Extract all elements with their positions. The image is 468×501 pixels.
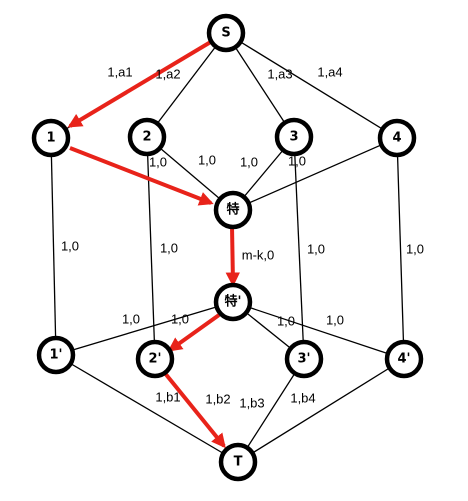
- node-s: S: [206, 13, 246, 53]
- node-2: 2: [127, 117, 167, 157]
- label-3p-t: 1,b3: [239, 396, 264, 411]
- edge-1p-t: [55, 354, 239, 463]
- node-1-label: 1: [46, 131, 55, 146]
- node-t: T: [218, 442, 258, 482]
- node-2-prime-label: 2': [148, 352, 161, 367]
- label-1p-t: 1,b1: [155, 390, 180, 405]
- node-t-label: T: [234, 455, 243, 470]
- label-special-specialp: m-k,0: [242, 248, 275, 263]
- node-1: 1: [31, 118, 71, 158]
- edge-s-4: [225, 32, 398, 139]
- edge-3p-t: [237, 358, 305, 463]
- label-3-3p: 1,0: [307, 242, 325, 257]
- node-special-prime-label: 特': [225, 294, 242, 310]
- flow-path: [67, 38, 241, 449]
- flow-arrow-1-special: [69, 146, 214, 206]
- node-1-prime-label: 1': [49, 348, 62, 363]
- label-4-4p: 1,0: [406, 242, 424, 257]
- node-4: 4: [377, 118, 417, 158]
- label-2-2p: 1,0: [160, 241, 178, 256]
- edge-3-3p: [293, 136, 305, 360]
- edge-4-special: [232, 137, 398, 211]
- label-3-special: 1,0: [240, 155, 258, 170]
- edge-s-3: [225, 32, 295, 138]
- node-3-label: 3: [289, 130, 298, 145]
- edge-specialp-1p: [55, 301, 234, 356]
- label-specialp-2p: 1,0: [171, 312, 189, 327]
- flow-arrow-special-specialp: [225, 225, 241, 287]
- node-special-label: 特: [226, 202, 239, 218]
- edge-4-4p: [396, 137, 405, 360]
- edge-labels: 1,a1 1,a2 1,a3 1,a4 1,0 1,0 1,0 1,0 1,0 …: [61, 65, 424, 411]
- node-special: 特: [213, 190, 253, 230]
- label-specialp-4p: 1,0: [326, 313, 344, 328]
- node-3-prime: 3': [284, 339, 324, 379]
- edge-2-2p: [146, 136, 156, 360]
- edge-specialp-4p: [232, 301, 405, 360]
- flow-arrow-specialp-2p: [167, 313, 221, 352]
- label-s-3: 1,a3: [267, 67, 292, 82]
- label-s-4: 1,a4: [317, 65, 342, 80]
- edge-s-2: [146, 32, 227, 138]
- flow-arrow-2p-t: [162, 370, 226, 449]
- label-4-special: 1,0: [288, 154, 306, 169]
- label-1-1p: 1,0: [61, 239, 79, 254]
- edge-4p-t: [237, 358, 405, 463]
- node-3-prime-label: 3': [297, 352, 310, 367]
- node-2-label: 2: [142, 130, 151, 145]
- label-2-special: 1,0: [198, 153, 216, 168]
- label-4p-t: 1,b4: [290, 391, 315, 406]
- label-s-2: 1,a2: [155, 67, 180, 82]
- node-4-label: 4: [392, 131, 401, 146]
- node-4-prime: 4': [384, 339, 424, 379]
- label-specialp-3p: 1,0: [277, 314, 295, 329]
- flow-arrow-s-1: [67, 38, 216, 128]
- label-1-special: 1,0: [149, 155, 167, 170]
- node-special-prime: 特': [213, 282, 253, 322]
- nodes: S 1 2 3 4 特 特' 1': [31, 13, 424, 482]
- label-2p-t: 1,b2: [205, 392, 230, 407]
- edge-1-1p: [50, 137, 57, 356]
- node-s-label: S: [221, 26, 230, 41]
- node-2-prime: 2': [135, 339, 175, 379]
- node-4-prime-label: 4': [397, 352, 410, 367]
- node-1-prime: 1': [36, 335, 76, 375]
- label-s-1: 1,a1: [107, 65, 132, 80]
- label-specialp-1p: 1,0: [122, 312, 140, 327]
- node-3: 3: [274, 117, 314, 157]
